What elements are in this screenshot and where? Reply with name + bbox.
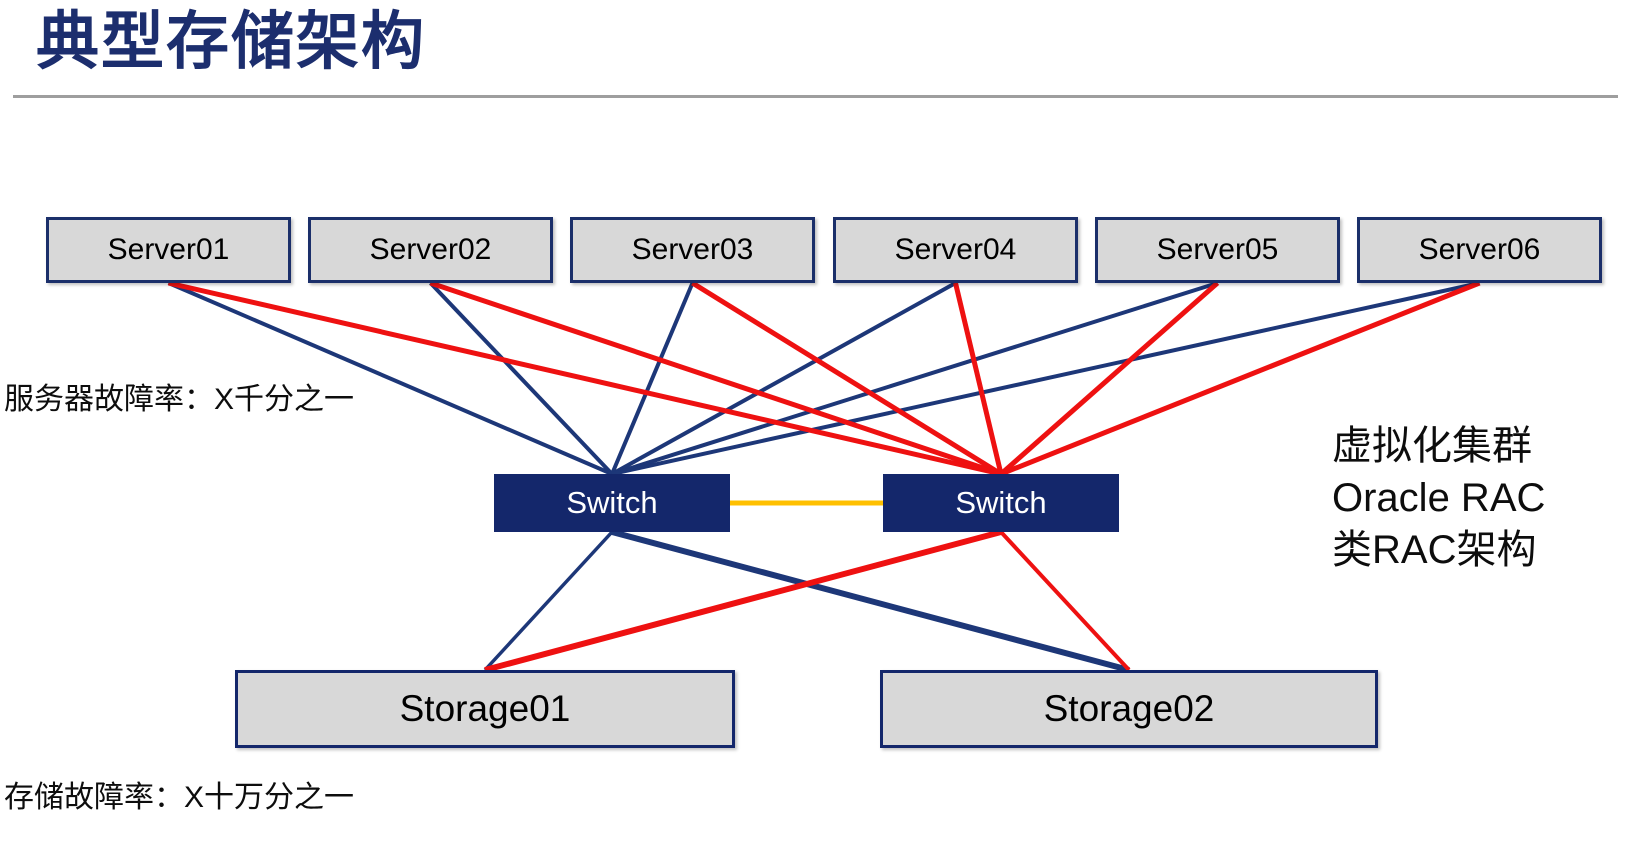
edge-server03-to-switch1 bbox=[610, 282, 695, 475]
edge-server05-to-switch2 bbox=[999, 281, 1220, 476]
server-box-server05: Server05 bbox=[1095, 217, 1340, 283]
switch-label: Switch bbox=[566, 485, 658, 520]
cluster-note: 虚拟化集群 Oracle RAC 类RAC架构 bbox=[1332, 420, 1545, 576]
server-box-server06: Server06 bbox=[1357, 217, 1602, 283]
storage-box-storage02: Storage02 bbox=[880, 670, 1378, 748]
server-box-server01: Server01 bbox=[46, 217, 291, 283]
page-title: 典型存储架构 bbox=[36, 7, 426, 77]
server-box-server04: Server04 bbox=[833, 217, 1078, 283]
storage-label: Storage01 bbox=[399, 688, 571, 729]
server-failure-rate-note: 服务器故障率：X千分之一 bbox=[4, 383, 355, 416]
edge-server03-to-switch2 bbox=[691, 280, 1003, 477]
edge-server04-to-switch2 bbox=[953, 282, 1004, 475]
storage-label: Storage02 bbox=[1043, 688, 1215, 729]
storage-box-storage01: Storage01 bbox=[235, 670, 735, 748]
storage-failure-rate-note: 存储故障率：X十万分之一 bbox=[4, 781, 355, 814]
edge-server01-to-switch2 bbox=[167, 280, 1002, 477]
edge-server02-to-switch1 bbox=[429, 281, 614, 476]
server-label: Server04 bbox=[894, 233, 1017, 266]
edge-switch2-to-storage02 bbox=[999, 530, 1131, 672]
server-box-server02: Server02 bbox=[308, 217, 553, 283]
cluster-note-line-1: 虚拟化集群 bbox=[1332, 424, 1532, 468]
edge-server01-to-switch1 bbox=[167, 281, 613, 476]
cluster-note-line-2: Oracle RAC bbox=[1332, 476, 1546, 520]
title-divider-line bbox=[13, 95, 1618, 98]
server-label: Server05 bbox=[1156, 233, 1279, 266]
switch-label: Switch bbox=[955, 485, 1047, 520]
cluster-note-line-3: 类RAC架构 bbox=[1332, 528, 1537, 572]
server-label: Server02 bbox=[369, 233, 492, 266]
switch-box-switch1: Switch bbox=[494, 474, 730, 532]
edge-server06-to-switch1 bbox=[611, 281, 1480, 476]
server-label: Server06 bbox=[1418, 233, 1541, 266]
edge-server02-to-switch2 bbox=[429, 280, 1002, 477]
server-label: Server03 bbox=[631, 233, 754, 266]
edge-switch1-to-storage02 bbox=[611, 529, 1130, 673]
edge-switch2-to-storage01 bbox=[484, 529, 1002, 673]
edge-server04-to-switch1 bbox=[611, 281, 957, 476]
edge-switch1-to-storage01 bbox=[483, 530, 614, 672]
server-label: Server01 bbox=[107, 233, 230, 266]
edge-server06-to-switch2 bbox=[1000, 280, 1481, 477]
switch-box-switch2: Switch bbox=[883, 474, 1119, 532]
edge-server05-to-switch1 bbox=[611, 281, 1219, 476]
server-box-server03: Server03 bbox=[570, 217, 815, 283]
